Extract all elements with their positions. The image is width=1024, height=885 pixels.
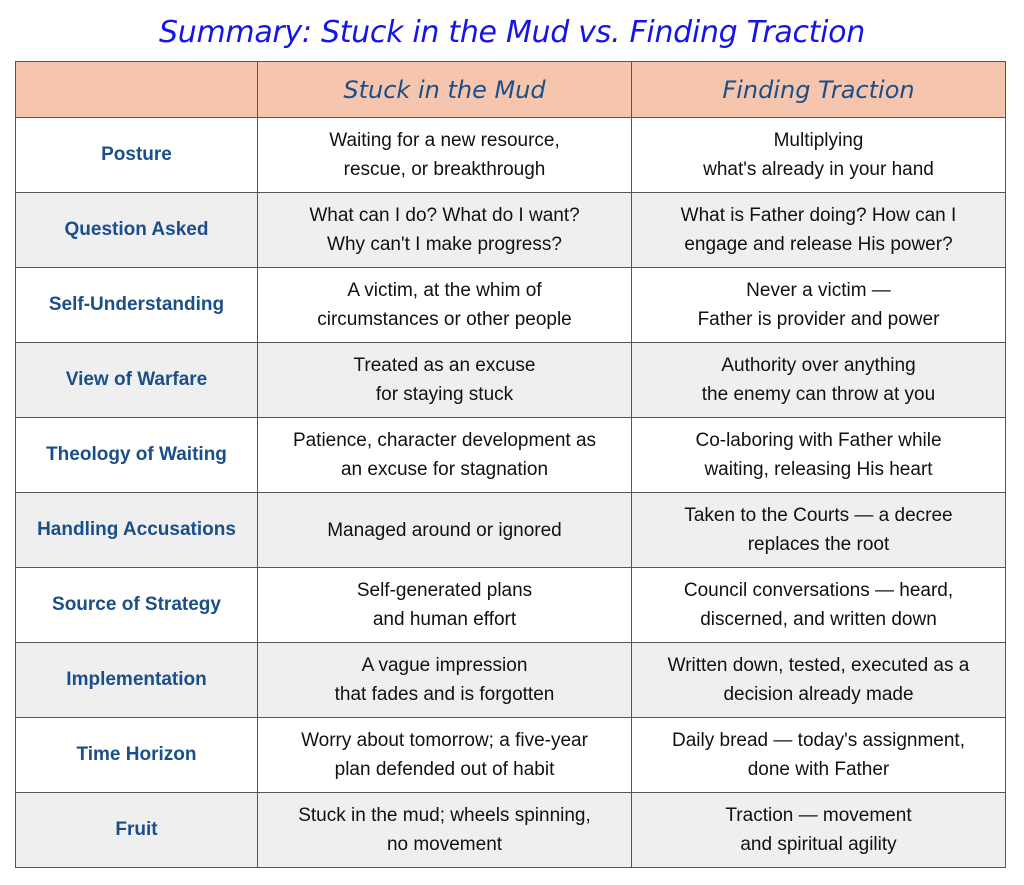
cell-line: Written down, tested, executed as a: [667, 655, 970, 676]
summary-table: Stuck in the Mud Finding Traction Postur…: [15, 61, 1006, 868]
header-cell-blank: [15, 61, 258, 118]
cell-line: A vague impression: [361, 655, 528, 676]
header-cell-stuck: Stuck in the Mud: [257, 61, 632, 118]
row-label: Time Horizon: [15, 717, 258, 793]
cell-line: Council conversations — heard,: [683, 580, 954, 601]
cell-line: Father is provider and power: [697, 309, 940, 330]
table-row: Fruit Stuck in the mud; wheels spinning, n…: [15, 792, 1006, 868]
table-row: Posture Waiting for a new resource, rescue…: [15, 117, 1006, 193]
cell-line: Daily bread — today's assignment,: [672, 730, 965, 751]
stuck-cell: Treated as an excuse for staying stuck: [257, 342, 632, 418]
cell-line: that fades and is forgotten: [334, 684, 555, 705]
cell-line: an excuse for stagnation: [340, 459, 549, 480]
stuck-cell: Patience, character development as an exc…: [257, 417, 632, 493]
stuck-cell: Managed around or ignored: [257, 492, 632, 568]
cell-line: Managed around or ignored: [327, 519, 562, 541]
cell-line: Why can't I make progress?: [327, 234, 562, 255]
header-row: Stuck in the Mud Finding Traction: [15, 61, 1006, 118]
cell-line: Multiplying: [773, 130, 864, 151]
stuck-cell: Self-generated plans and human effort: [257, 567, 632, 643]
stuck-cell: Stuck in the mud; wheels spinning, no mov…: [257, 792, 632, 868]
stuck-cell: Worry about tomorrow; a five-year plan de…: [257, 717, 632, 793]
row-label: Theology of Waiting: [15, 417, 258, 493]
row-label: Posture: [15, 117, 258, 193]
page-title: Summary: Stuck in the Mud vs. Finding Tr…: [159, 15, 865, 50]
traction-cell: Daily bread — today's assignment, done wi…: [631, 717, 1006, 793]
cell-line: Self-generated plans: [356, 580, 533, 601]
cell-line: rescue, or breakthrough: [343, 159, 546, 180]
traction-cell: Multiplying what's already in your hand: [631, 117, 1006, 193]
cell-line: plan defended out of habit: [334, 759, 555, 780]
cell-line: waiting, releasing His heart: [704, 459, 933, 480]
table-row: Implementation A vague impression that fad…: [15, 642, 1006, 718]
traction-cell: Co-laboring with Father while waiting, re…: [631, 417, 1006, 493]
cell-line: Co-laboring with Father while: [695, 430, 942, 451]
cell-line: circumstances or other people: [317, 309, 572, 330]
traction-cell: Written down, tested, executed as a decis…: [631, 642, 1006, 718]
traction-cell: Traction — movement and spiritual agility: [631, 792, 1006, 868]
table-body: Posture Waiting for a new resource, rescue…: [15, 117, 1006, 868]
cell-line: Stuck in the mud; wheels spinning,: [298, 805, 591, 826]
cell-line: for staying stuck: [375, 384, 514, 405]
table-row: Handling Accusations Managed around or ig…: [15, 492, 1006, 568]
cell-line: what's already in your hand: [703, 159, 934, 180]
cell-line: Waiting for a new resource,: [329, 130, 560, 151]
cell-line: Worry about tomorrow; a five-year: [301, 730, 588, 751]
cell-line: Never a victim —: [746, 280, 891, 301]
cell-line: Authority over anything: [721, 355, 916, 376]
row-label: Fruit: [15, 792, 258, 868]
cell-line: Traction — movement: [725, 805, 912, 826]
cell-line: and spiritual agility: [740, 834, 897, 855]
cell-line: no movement: [386, 834, 503, 855]
row-label: Handling Accusations: [15, 492, 258, 568]
stuck-cell: A victim, at the whim of circumstances or…: [257, 267, 632, 343]
cell-line: engage and release His power?: [684, 234, 953, 255]
cell-line: Treated as an excuse: [353, 355, 536, 376]
cell-line: decision already made: [723, 684, 914, 705]
traction-cell: Taken to the Courts — a decree replaces t…: [631, 492, 1006, 568]
cell-line: and human effort: [372, 609, 517, 630]
traction-cell: Authority over anything the enemy can thr…: [631, 342, 1006, 418]
cell-line: replaces the root: [747, 534, 890, 555]
cell-line: discerned, and written down: [700, 609, 937, 630]
row-label: Implementation: [15, 642, 258, 718]
traction-cell: Never a victim — Father is provider and p…: [631, 267, 1006, 343]
cell-line: A victim, at the whim of: [347, 280, 542, 301]
cell-line: Taken to the Courts — a decree: [684, 505, 953, 526]
cell-line: done with Father: [747, 759, 890, 780]
row-label: Source of Strategy: [15, 567, 258, 643]
row-label: Question Asked: [15, 192, 258, 268]
cell-line: What is Father doing? How can I: [680, 205, 957, 226]
cell-line: Patience, character development as: [292, 430, 597, 451]
header-cell-traction: Finding Traction: [631, 61, 1006, 118]
traction-cell: What is Father doing? How can I engage an…: [631, 192, 1006, 268]
traction-cell: Council conversations — heard, discerned,…: [631, 567, 1006, 643]
cell-line: the enemy can throw at you: [701, 384, 936, 405]
row-label: View of Warfare: [15, 342, 258, 418]
cell-line: What can I do? What do I want?: [309, 205, 580, 226]
stuck-cell: A vague impression that fades and is forg…: [257, 642, 632, 718]
stuck-cell: Waiting for a new resource, rescue, or br…: [257, 117, 632, 193]
table-row: Source of Strategy Self-generated plans an…: [15, 567, 1006, 643]
row-label: Self-Understanding: [15, 267, 258, 343]
table-row: View of Warfare Treated as an excuse for s…: [15, 342, 1006, 418]
stuck-cell: What can I do? What do I want? Why can't …: [257, 192, 632, 268]
